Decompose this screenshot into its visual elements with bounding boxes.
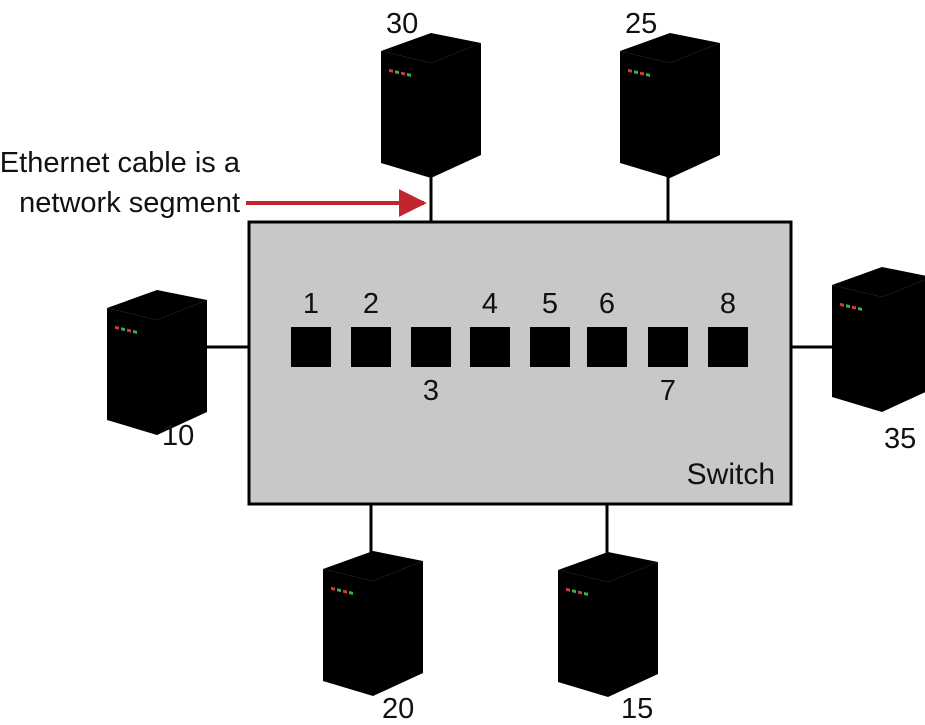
server-tower-icon	[323, 551, 423, 696]
port-label-6: 6	[599, 288, 615, 320]
port-label-2: 2	[363, 288, 379, 320]
server-30	[381, 33, 481, 178]
server-tower-icon	[107, 290, 207, 435]
switch-port-8	[708, 327, 748, 367]
switch-port-7	[648, 327, 688, 367]
port-label-5: 5	[542, 288, 558, 320]
server-tower-icon	[558, 552, 658, 697]
server-15	[558, 552, 658, 697]
switch-port-4	[470, 327, 510, 367]
server-tower-icon	[620, 33, 720, 178]
switch-port-1	[291, 327, 331, 367]
callout-line-2: network segment	[19, 187, 240, 219]
switch-port-2	[351, 327, 391, 367]
server-label-15: 15	[621, 693, 653, 725]
server-25	[620, 33, 720, 178]
port-label-3: 3	[423, 375, 439, 407]
ports-layer: 1 2 3 4 5 6 7 8	[291, 288, 748, 407]
port-label-1: 1	[303, 288, 319, 320]
server-label-20: 20	[382, 693, 414, 725]
server-label-35: 35	[884, 423, 916, 455]
server-tower-icon	[832, 267, 925, 412]
switch-port-5	[530, 327, 570, 367]
server-label-30: 30	[386, 8, 418, 40]
port-label-8: 8	[720, 288, 736, 320]
switch-port-6	[587, 327, 627, 367]
server-label-10: 10	[162, 420, 194, 452]
port-label-4: 4	[482, 288, 498, 320]
server-10	[107, 290, 207, 435]
switch-port-3	[411, 327, 451, 367]
callout-line-1: Ethernet cable is a	[0, 147, 241, 179]
server-label-25: 25	[625, 8, 657, 40]
server-20	[323, 551, 423, 696]
server-35	[832, 267, 925, 412]
switch-body	[247, 220, 793, 506]
switch-label: Switch	[687, 458, 775, 491]
port-label-7: 7	[660, 375, 676, 407]
server-tower-icon	[381, 33, 481, 178]
